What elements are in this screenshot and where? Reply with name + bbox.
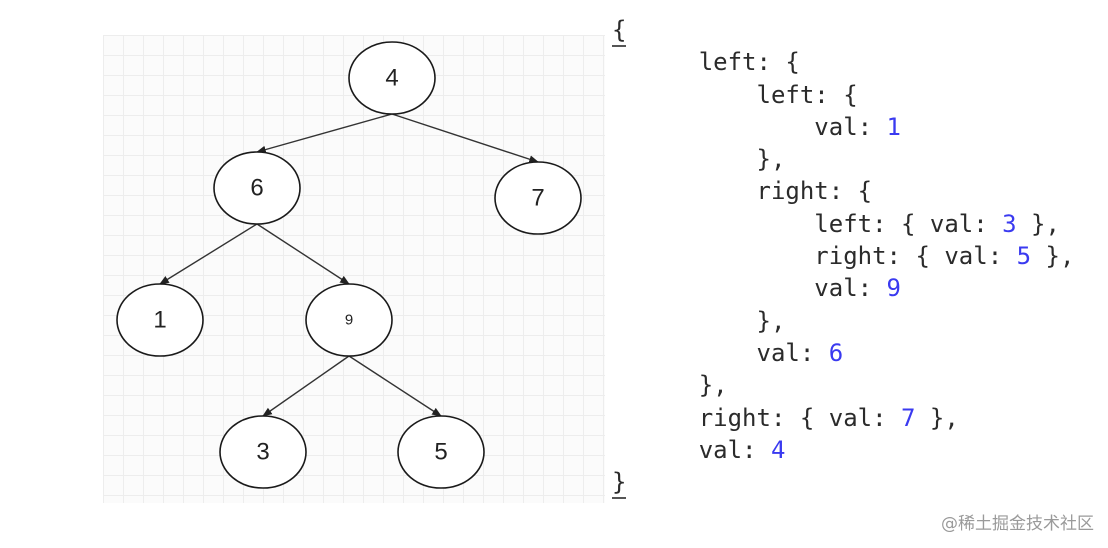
- tree-node-circle: [305, 283, 393, 357]
- code-text: left: {: [698, 48, 800, 77]
- tree-node-label: 3: [256, 439, 269, 466]
- code-line: right: {: [612, 175, 1074, 207]
- code-line: left: {: [612, 46, 1074, 78]
- code-line: right: { val: 7 },: [612, 402, 1074, 434]
- code-text: },: [756, 145, 786, 174]
- tree-edge-6-9: [256, 223, 350, 285]
- tree-node-label: 9: [345, 312, 353, 329]
- tree-node-9: 9: [305, 283, 393, 357]
- code-number: 6: [828, 338, 844, 367]
- tree-edge-9-5: [348, 355, 442, 417]
- code-text: },: [698, 371, 728, 400]
- tree-node-label: 6: [250, 175, 263, 202]
- code-number: 3: [1002, 209, 1017, 238]
- tree-node-circle: [348, 41, 436, 115]
- tree-edge-9-3: [262, 355, 350, 417]
- code-line: },: [612, 305, 1074, 337]
- code-line: val: 9: [612, 272, 1074, 304]
- code-text: val:: [814, 274, 887, 303]
- code-text: right: {: [756, 177, 873, 206]
- tree-node-5: 5: [397, 415, 485, 489]
- tree-node-label: 1: [153, 307, 166, 334]
- tree-node-3: 3: [219, 415, 307, 489]
- code-text: left: {: [756, 80, 858, 109]
- code-text-after: },: [1031, 242, 1075, 271]
- tree-node-4: 4: [348, 41, 436, 115]
- code-number: 1: [886, 112, 901, 141]
- code-line: val: 4: [612, 434, 1074, 466]
- code-line: val: 6: [612, 337, 1074, 369]
- tree-node-circle: [219, 415, 307, 489]
- code-line: right: { val: 5 },: [612, 240, 1074, 272]
- code-line: },: [612, 143, 1074, 175]
- code-number: 4: [770, 435, 786, 464]
- tree-node-circle: [116, 283, 204, 357]
- tree-node-6: 6: [213, 151, 301, 225]
- tree-node-label: 7: [531, 185, 544, 212]
- tree-diagram-canvas: [103, 35, 605, 503]
- watermark: @稀土掘金技术社区: [941, 514, 1094, 534]
- code-line: {: [612, 14, 1074, 47]
- code-text: val:: [814, 112, 887, 141]
- code-text: }: [612, 467, 627, 500]
- code-text: right: { val:: [698, 403, 901, 432]
- code-text-after: },: [915, 403, 959, 432]
- tree-node-7: 7: [494, 161, 582, 235]
- tree-node-circle: [397, 415, 485, 489]
- tree-node-label: 4: [385, 65, 398, 92]
- code-text: left: { val:: [814, 209, 1003, 238]
- code-line: }: [612, 466, 1074, 500]
- code-text: val:: [756, 338, 829, 367]
- tree-node-label: 5: [434, 439, 447, 466]
- code-line: left: { val: 3 },: [612, 208, 1074, 240]
- code-line: },: [612, 369, 1074, 401]
- tree-edge-4-7: [391, 113, 539, 163]
- tree-node-circle: [494, 161, 582, 235]
- code-line: left: {: [612, 79, 1074, 111]
- tree-node-circle: [213, 151, 301, 225]
- code-number: 9: [886, 274, 901, 303]
- code-number: 5: [1016, 242, 1032, 271]
- code-text: },: [756, 306, 786, 335]
- code-text: {: [612, 15, 627, 47]
- tree-edge-6-1: [159, 223, 258, 285]
- code-text-after: },: [1016, 209, 1060, 238]
- tree-json-code: { left: { left: { val: 1 }, right: { lef…: [612, 14, 1074, 500]
- tree-node-1: 1: [116, 283, 204, 357]
- code-text: right: { val:: [814, 242, 1017, 271]
- code-text: val:: [698, 435, 771, 464]
- tree-edge-4-6: [256, 113, 393, 154]
- code-number: 7: [901, 403, 916, 432]
- code-line: val: 1: [612, 111, 1074, 143]
